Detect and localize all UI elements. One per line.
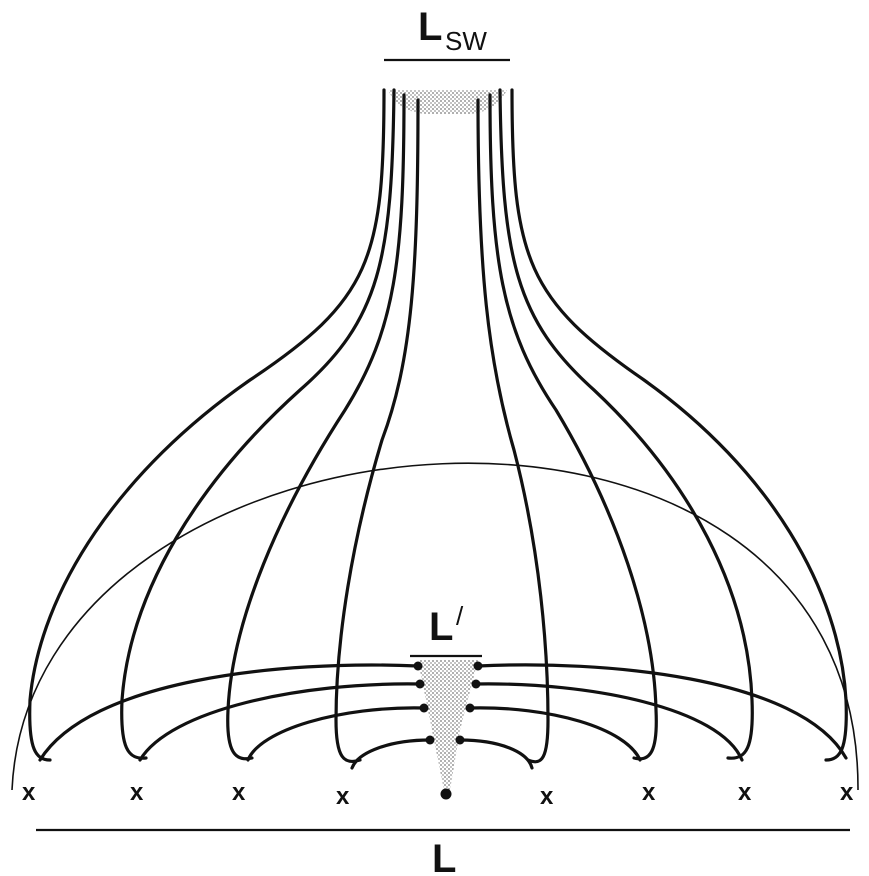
center-dot: [440, 788, 452, 800]
field-line-5: [476, 98, 550, 764]
endpoint-dot: [415, 679, 425, 689]
endpoint-dot: [425, 735, 435, 745]
lower-field-lines: [38, 663, 848, 770]
endpoint-dot: [471, 679, 481, 689]
field-line-8: [510, 88, 848, 762]
field-line-7: [498, 88, 754, 760]
outer-arc: [11, 462, 859, 791]
middle-label: L /: [429, 601, 464, 649]
top-label-main: L: [418, 5, 442, 49]
endpoint-dot: [465, 703, 475, 713]
lower-line-right-4: [458, 738, 534, 770]
lower-line-left-4: [350, 738, 432, 770]
endpoint-dot: [419, 703, 429, 713]
marker-x: x: [22, 779, 36, 806]
top-label: L SW: [418, 5, 487, 56]
lower-line-left-1: [38, 663, 420, 762]
field-line-2: [120, 88, 396, 760]
endpoint-dot: [413, 661, 423, 671]
middle-label-superscript: /: [456, 601, 464, 631]
middle-stippled-wedge: [418, 660, 478, 790]
marker-x: x: [232, 779, 246, 806]
marker-x: x: [130, 779, 144, 806]
bottom-label: L: [432, 837, 456, 876]
marker-x: x: [642, 779, 656, 806]
marker-x: x: [540, 783, 554, 810]
lower-line-left-2: [138, 682, 422, 762]
lower-line-left-3: [246, 706, 426, 762]
marker-x: x: [336, 783, 350, 810]
top-label-subscript: SW: [445, 26, 487, 56]
endpoint-dot: [455, 735, 465, 745]
wedge-endpoint-dots: [413, 661, 483, 745]
field-line-1: [28, 88, 386, 762]
field-line-4: [334, 98, 420, 763]
field-line-3: [226, 93, 406, 761]
upper-field-lines: [28, 88, 848, 764]
base-markers: x x x x x x x x: [22, 779, 854, 810]
marker-x: x: [840, 779, 854, 806]
field-line-6: [488, 93, 658, 761]
lower-line-right-3: [468, 706, 642, 762]
endpoint-dot: [473, 661, 483, 671]
lower-line-right-2: [474, 682, 744, 762]
marker-x: x: [738, 779, 752, 806]
lower-line-right-1: [476, 663, 848, 760]
middle-label-main: L: [429, 605, 453, 649]
